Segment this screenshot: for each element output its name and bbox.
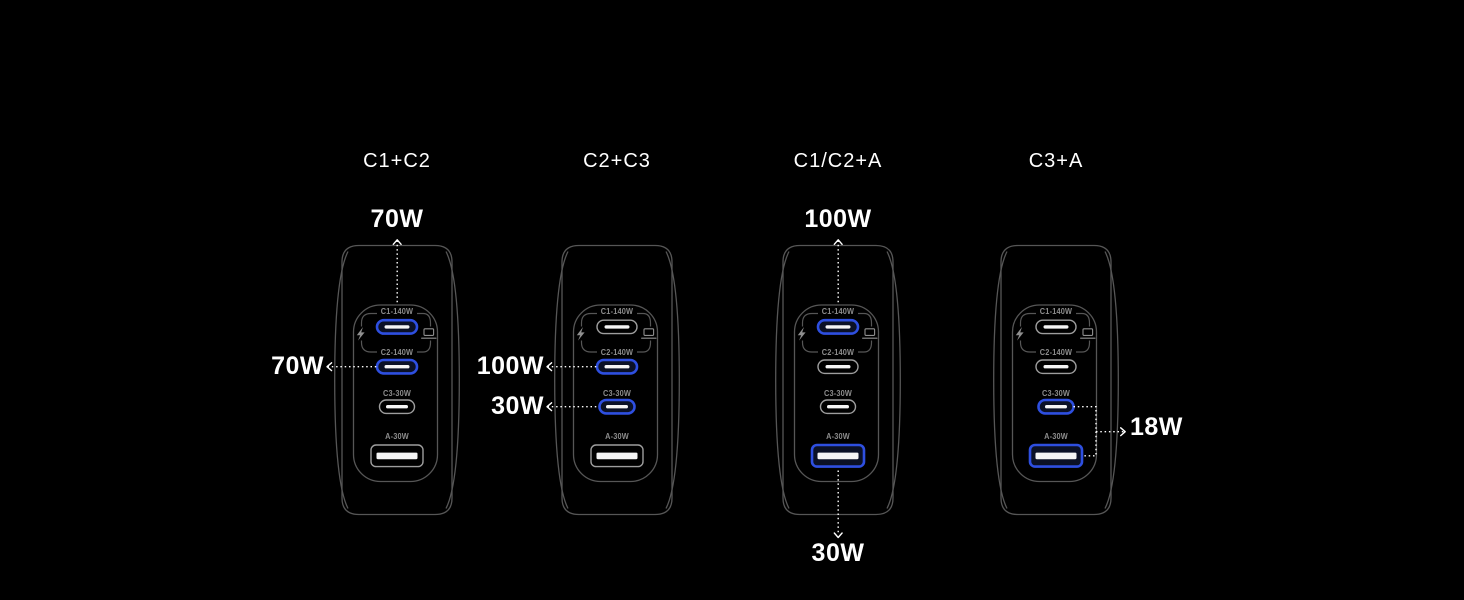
port-label-c3: C3-30W: [1041, 388, 1071, 398]
port-label-c1: C1-140W: [821, 307, 855, 316]
combo-title: C1/C2+A: [793, 150, 883, 172]
callout-100w-left: 100W: [476, 352, 544, 380]
combo-title: C1+C2: [363, 150, 431, 172]
combo-title: C3+A: [1028, 150, 1084, 172]
combo-title: C2+C3: [583, 150, 651, 172]
port-label-a: A-30W: [605, 432, 629, 441]
charger-c3a: C3+A 18W C1-140W C2-140W C3-30W A-30W: [993, 0, 1182, 600]
port-label-c2: C2-140W: [821, 347, 855, 357]
callout-arrows: [833, 239, 843, 539]
callout-arrows: [546, 362, 599, 412]
charger-c1c2: C1+C2 70W 70W C1-140W C2-140W C3-30W A-3…: [271, 0, 460, 600]
callout-100w-top: 100W: [804, 205, 872, 233]
port-label-c1: C1-140W: [600, 307, 634, 316]
callout-30w-left: 30W: [491, 392, 544, 420]
callout-70w-left: 70W: [271, 352, 324, 380]
port-label-c1: C1-140W: [380, 307, 414, 316]
port-label-c3: C3-30W: [382, 388, 412, 398]
port-label-c1: C1-140W: [1039, 307, 1073, 316]
port-label-c2: C2-140W: [600, 347, 634, 357]
callout-arrows: [1073, 406, 1126, 457]
callout-arrows: [326, 239, 402, 372]
port-label-a: A-30W: [826, 432, 850, 441]
port-label-c3: C3-30W: [823, 388, 853, 398]
port-label-c3: C3-30W: [602, 388, 632, 398]
callout-18w-right: 18W: [1130, 413, 1183, 441]
port-label-c2: C2-140W: [1039, 347, 1073, 357]
charger-c1c2a: C1/C2+A 100W 30W C1-140W C2-140W C3-30W …: [775, 0, 901, 600]
callout-70w-top: 70W: [370, 205, 424, 233]
port-label-a: A-30W: [1044, 432, 1068, 441]
charger-c2c3: C2+C3 100W 30W C1-140W C2-140W C3-30W A-…: [477, 0, 680, 600]
port-label-c2: C2-140W: [380, 347, 414, 357]
port-label-a: A-30W: [385, 432, 409, 441]
callout-30w-bottom: 30W: [811, 539, 865, 567]
